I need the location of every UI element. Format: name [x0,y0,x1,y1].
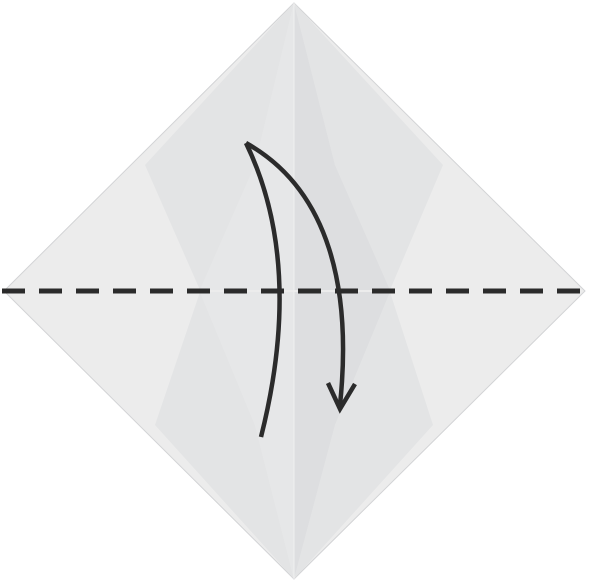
crease-shade-bottom-center [200,292,294,579]
crease-shade-top-right [294,3,443,290]
crease-shade-top-left [145,3,294,290]
fold-arrow-left-curve [243,142,282,438]
crease-shade-bottom-left [155,292,294,579]
fold-arrow-right-curve [244,141,346,406]
arrowhead-icon [325,382,357,414]
crease-shade-bottom-center-right [294,292,390,579]
crease-shade-bottom-right [294,292,433,579]
